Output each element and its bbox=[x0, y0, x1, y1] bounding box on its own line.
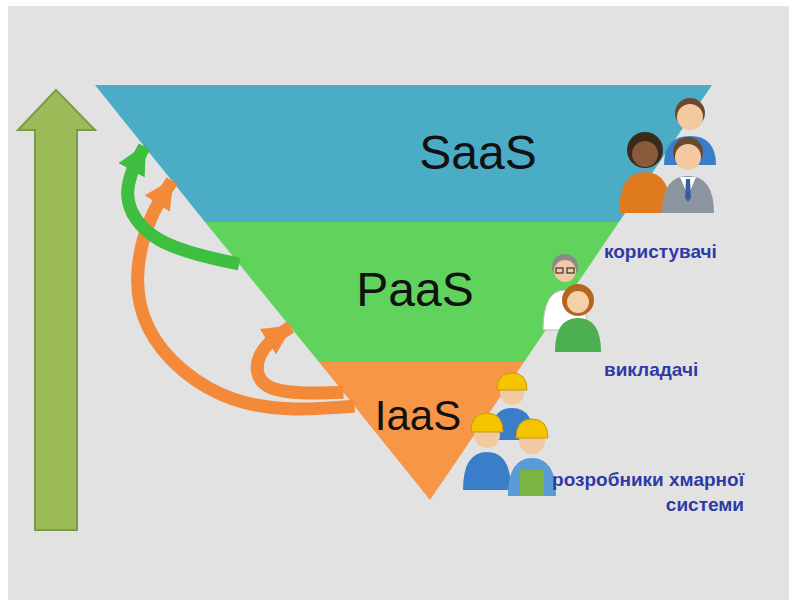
curved-arrow bbox=[138, 181, 355, 409]
layer-name: PaaS bbox=[356, 266, 473, 314]
layer-name: IaaS bbox=[375, 395, 461, 437]
panel bbox=[8, 6, 789, 600]
band-shape bbox=[95, 85, 712, 222]
user-group-label: розробники хмарної системи bbox=[552, 468, 744, 517]
up-arrow bbox=[18, 90, 95, 530]
band-fill bbox=[95, 85, 712, 222]
cloud-layer-band: SaaS bbox=[95, 85, 712, 222]
curved-arrow bbox=[257, 327, 343, 393]
band-fill bbox=[319, 362, 524, 500]
developers-icon bbox=[463, 373, 556, 496]
user-group-label: користувачі bbox=[604, 240, 774, 265]
users-icon bbox=[619, 98, 716, 213]
teachers-icon bbox=[543, 254, 601, 352]
curved-arrow bbox=[128, 147, 240, 264]
user-group-label: викладачі bbox=[604, 358, 754, 383]
layer-name: SaaS bbox=[419, 129, 536, 177]
band-fill bbox=[205, 222, 619, 362]
